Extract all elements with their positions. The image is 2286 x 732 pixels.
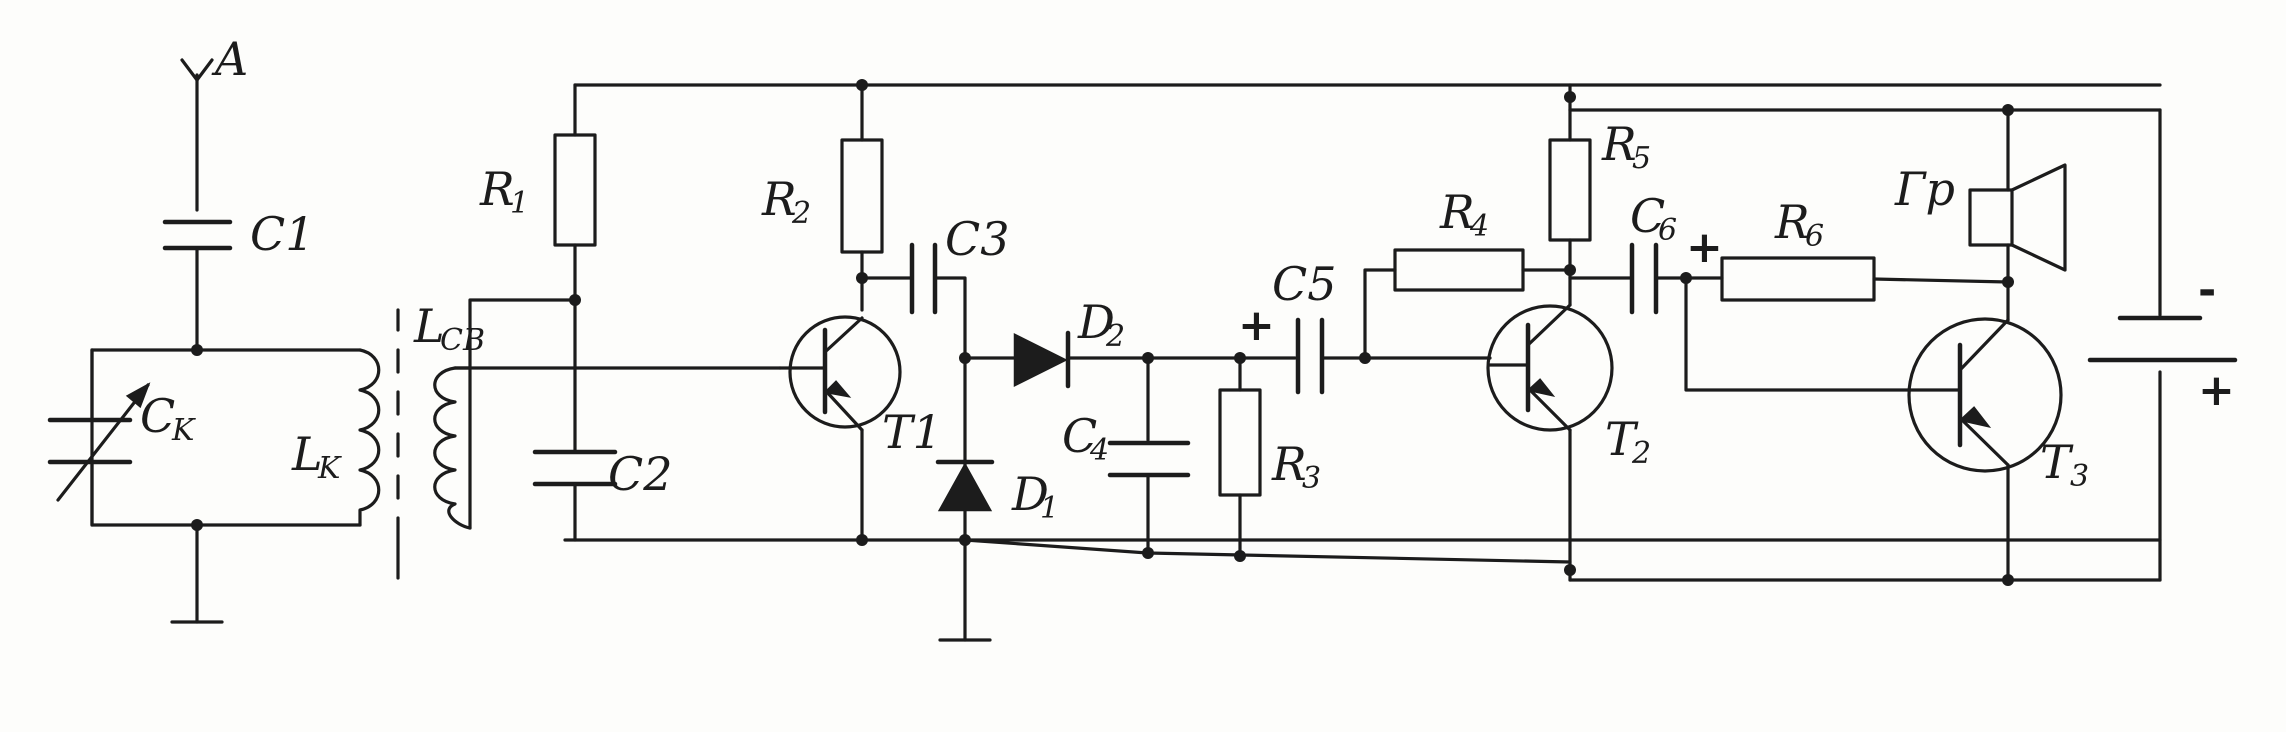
r3-sub: 3 bbox=[1302, 461, 1321, 496]
lk-sub: K bbox=[317, 451, 342, 486]
inductor-icon bbox=[358, 348, 381, 527]
resistor-r6 bbox=[1720, 256, 2010, 302]
capacitor-c4 bbox=[1107, 356, 1191, 557]
lsv-sub: CB bbox=[440, 323, 485, 358]
antenna-label: A bbox=[211, 32, 248, 86]
t3-label: T bbox=[2040, 435, 2074, 489]
speaker-label: Гр bbox=[1894, 162, 1955, 216]
capacitor-c6 bbox=[1568, 242, 1724, 315]
c6-plus: + bbox=[1686, 222, 1723, 273]
d1-label: D bbox=[1011, 467, 1049, 521]
c1-label: C1 bbox=[250, 207, 314, 261]
ck-sub: K bbox=[171, 413, 196, 448]
diode-d1 bbox=[935, 459, 995, 642]
c5-plus: + bbox=[1238, 300, 1275, 351]
ck-label: C bbox=[140, 389, 175, 443]
r2-sub: 2 bbox=[791, 196, 811, 231]
capacitor-c5 bbox=[1295, 317, 1492, 395]
c5-label: C5 bbox=[1272, 257, 1336, 311]
r3-label: R bbox=[1271, 437, 1307, 491]
lk-label: L bbox=[291, 427, 323, 481]
r2-label: R bbox=[761, 172, 797, 226]
lsv-label: L bbox=[413, 299, 445, 353]
ground-icon bbox=[170, 523, 224, 624]
r4-sub: 4 bbox=[1469, 209, 1489, 244]
r5-sub: 5 bbox=[1632, 141, 1651, 176]
t2-label: T bbox=[1605, 412, 1639, 466]
c4-sub: 4 bbox=[1089, 433, 1109, 468]
d2-label: D bbox=[1077, 295, 1115, 349]
r1-label: R bbox=[479, 162, 515, 216]
speaker-icon bbox=[1968, 104, 2067, 322]
resistor-r4 bbox=[1363, 248, 1572, 360]
d1-sub: 1 bbox=[1040, 491, 1059, 526]
c2-label: C2 bbox=[608, 447, 672, 501]
r6-sub: 6 bbox=[1805, 219, 1824, 254]
variable-capacitor-icon bbox=[47, 348, 151, 527]
battery-icon bbox=[2087, 315, 2238, 363]
capacitor-c2 bbox=[532, 449, 618, 542]
t3-sub: 3 bbox=[2070, 459, 2089, 494]
npn-transistor-t2 bbox=[1486, 303, 1614, 582]
capacitor-c1 bbox=[162, 219, 233, 352]
diode-d2 bbox=[963, 330, 1297, 389]
coupling-coil-icon bbox=[433, 366, 472, 530]
r4-label: R bbox=[1439, 185, 1475, 239]
resistor-r3 bbox=[1218, 356, 1262, 557]
d2-sub: 2 bbox=[1105, 319, 1125, 354]
npn-transistor-t3 bbox=[1906, 317, 2063, 582]
c6-label: C bbox=[1630, 189, 1665, 243]
resistor-r1 bbox=[553, 83, 597, 452]
capacitor-c3 bbox=[860, 242, 967, 542]
c4-label: C bbox=[1062, 409, 1097, 463]
r6-label: R bbox=[1774, 195, 1810, 249]
npn-transistor-t1 bbox=[778, 315, 902, 542]
t1-label: T1 bbox=[882, 405, 942, 459]
c3-label: C3 bbox=[945, 212, 1009, 266]
t2-sub: 2 bbox=[1631, 436, 1651, 471]
r5-label: R bbox=[1601, 117, 1637, 171]
c6-sub: 6 bbox=[1658, 213, 1677, 248]
battery-minus: - bbox=[2198, 265, 2216, 316]
battery-plus: + bbox=[2198, 365, 2235, 416]
r1-sub: 1 bbox=[510, 186, 529, 221]
antenna-icon bbox=[180, 58, 214, 212]
